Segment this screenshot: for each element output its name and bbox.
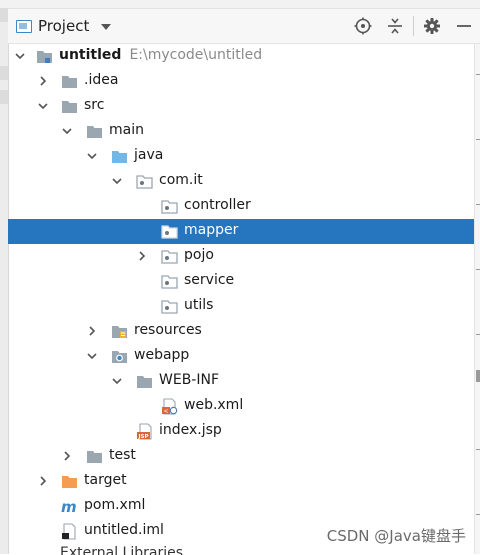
settings-button[interactable]	[416, 10, 448, 42]
chevron-down-icon[interactable]	[61, 125, 73, 137]
folder-icon	[86, 123, 103, 140]
tree-node-webapp[interactable]: webapp	[8, 344, 474, 369]
tree-node-pojo[interactable]: pojo	[8, 244, 474, 269]
project-title: Project	[38, 17, 90, 35]
web-folder-icon	[111, 348, 128, 365]
package-icon	[161, 223, 178, 240]
hide-panel-button[interactable]	[448, 10, 480, 42]
right-scroll-gutter[interactable]	[474, 44, 480, 554]
svg-text:m: m	[61, 498, 77, 515]
node-label: service	[184, 272, 235, 288]
folder-icon	[136, 373, 153, 390]
node-label: mapper	[184, 222, 239, 238]
node-label: test	[109, 447, 136, 463]
node-label: webapp	[134, 347, 190, 363]
project-view-icon	[16, 19, 32, 33]
chevron-right-icon[interactable]	[86, 325, 98, 337]
tree-node-web-inf[interactable]: WEB-INF	[8, 369, 474, 394]
tree-node-pom-xml[interactable]: m pom.xml	[8, 494, 474, 519]
tree-node-service[interactable]: service	[8, 269, 474, 294]
top-edge-strip	[0, 0, 480, 9]
module-folder-icon	[36, 48, 53, 65]
tree-node-external-libraries[interactable]: External Libraries	[20, 545, 183, 555]
node-label: resources	[134, 322, 202, 338]
node-label: WEB-INF	[159, 372, 219, 388]
left-gutter	[0, 8, 9, 554]
tree-node-untitled-iml[interactable]: untitled.iml	[8, 519, 474, 544]
locate-icon	[354, 17, 372, 35]
source-folder-icon	[111, 148, 128, 165]
folder-icon	[86, 448, 103, 465]
node-label: index.jsp	[159, 422, 222, 438]
excluded-folder-icon	[61, 473, 78, 490]
gear-icon	[424, 18, 440, 34]
tree-node-idea[interactable]: .idea	[8, 69, 474, 94]
tree-node-index-jsp[interactable]: JSP index.jsp	[8, 419, 474, 444]
node-label: src	[84, 97, 105, 113]
tree-node-com-it[interactable]: com.it	[8, 169, 474, 194]
watermark: CSDN @Java键盘手	[326, 527, 466, 545]
tree-node-web-xml[interactable]: < web.xml	[8, 394, 474, 419]
node-label: web.xml	[184, 397, 244, 413]
chevron-down-icon[interactable]	[14, 50, 26, 62]
node-label: main	[109, 122, 144, 138]
tree-node-controller[interactable]: controller	[8, 194, 474, 219]
xml-file-icon: <	[161, 398, 178, 415]
chevron-right-icon[interactable]	[37, 75, 49, 87]
chevron-down-icon[interactable]	[111, 375, 123, 387]
folder-icon	[61, 73, 78, 90]
chevron-down-icon[interactable]	[86, 150, 98, 162]
locate-button[interactable]	[347, 10, 379, 42]
iml-file-icon	[61, 523, 78, 540]
chevron-right-icon[interactable]	[136, 250, 148, 262]
package-icon	[161, 248, 178, 265]
node-label: controller	[184, 197, 251, 213]
toolbar-separator	[413, 16, 414, 36]
chevron-right-icon[interactable]	[61, 450, 73, 462]
chevron-down-icon	[101, 24, 112, 30]
tree-node-main[interactable]: main	[8, 119, 474, 144]
node-label: pojo	[184, 247, 214, 263]
project-name: untitled	[59, 47, 122, 63]
project-path: E:\mycode\untitled	[129, 47, 263, 63]
tree-node-java[interactable]: java	[8, 144, 474, 169]
node-label: .idea	[84, 72, 119, 88]
chevron-down-icon[interactable]	[86, 350, 98, 362]
collapse-all-button[interactable]	[379, 10, 411, 42]
svg-text:JSP: JSP	[137, 434, 148, 440]
tree-node-untitled[interactable]: untitled E:\mycode\untitled	[8, 44, 474, 69]
maven-icon: m	[61, 498, 78, 516]
tree-node-test[interactable]: test	[8, 444, 474, 469]
package-icon	[161, 298, 178, 315]
project-view-selector[interactable]: Project	[16, 15, 112, 37]
node-label: utils	[184, 297, 214, 313]
tree-node-src[interactable]: src	[8, 94, 474, 119]
minimize-icon	[457, 25, 471, 27]
node-label: pom.xml	[84, 497, 146, 513]
tree-node-mapper[interactable]: mapper	[8, 219, 474, 244]
collapse-all-icon	[388, 18, 402, 34]
jsp-file-icon: JSP	[136, 423, 153, 440]
resources-folder-icon	[111, 323, 128, 340]
node-label: External Libraries	[60, 545, 183, 555]
chevron-down-icon[interactable]	[111, 175, 123, 187]
package-icon	[136, 173, 153, 190]
tree-node-target[interactable]: target	[8, 469, 474, 494]
package-icon	[161, 273, 178, 290]
node-label: target	[84, 472, 127, 488]
folder-icon	[61, 98, 78, 115]
node-label: untitled.iml	[84, 522, 164, 538]
project-toolbar: Project	[8, 9, 480, 44]
tree-node-utils[interactable]: utils	[8, 294, 474, 319]
tree-node-resources[interactable]: resources	[8, 319, 474, 344]
node-label: java	[134, 147, 164, 163]
svg-text:<: <	[163, 408, 168, 415]
chevron-right-icon[interactable]	[37, 475, 49, 487]
package-icon	[161, 198, 178, 215]
chevron-down-icon[interactable]	[37, 100, 49, 112]
node-label: com.it	[159, 172, 203, 188]
